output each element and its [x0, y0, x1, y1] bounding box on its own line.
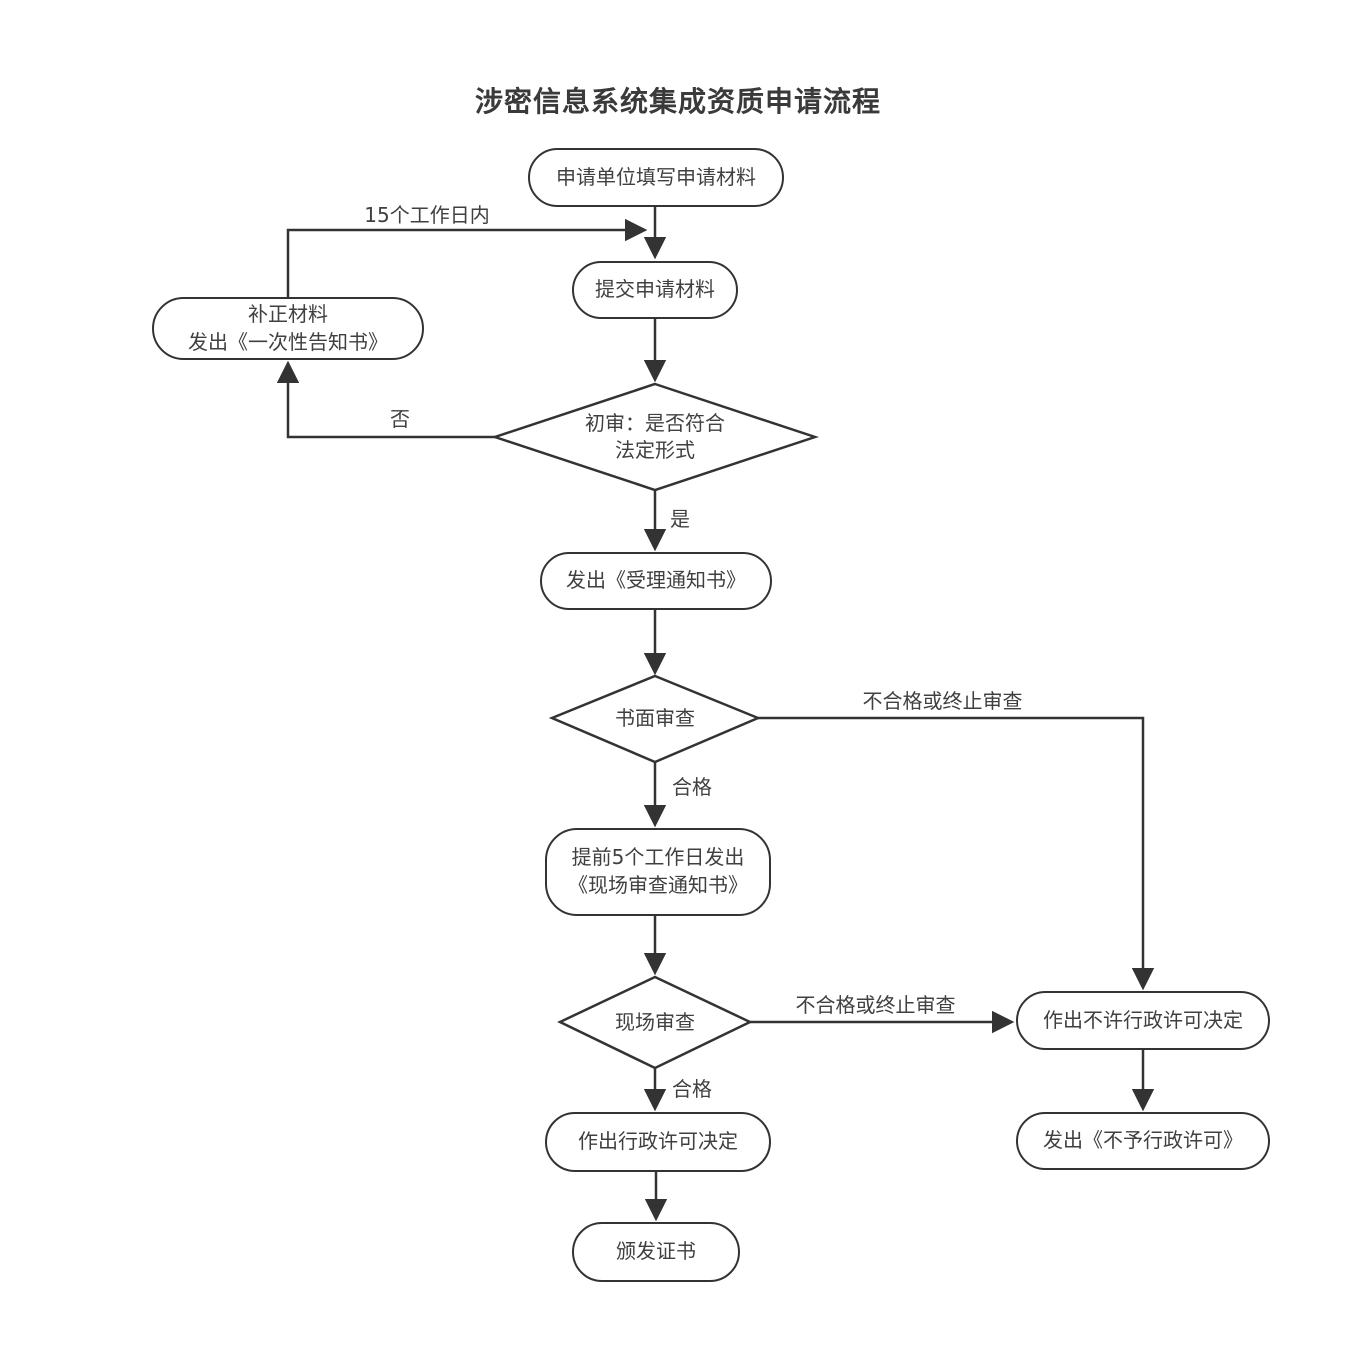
- node-issue-cert-label: 颁发证书: [616, 1239, 696, 1264]
- written-review-text: 书面审查: [615, 705, 695, 730]
- written-review-diamond: [548, 674, 762, 764]
- edge-label-fail-2: 不合格或终止审查: [795, 993, 956, 1017]
- node-deny-notice-label: 发出《不予行政许可》: [1043, 1128, 1243, 1153]
- node-accept-notice: 发出《受理通知书》: [540, 552, 772, 610]
- node-deny-decision: 作出不许行政许可决定: [1016, 991, 1270, 1050]
- edge-initial-review-no: [276, 360, 497, 439]
- edge-written-review-fail: [758, 716, 1155, 991]
- edge-label-pass-1: 合格: [672, 775, 712, 799]
- node-onsite-notice-line1: 提前5个工作日发出: [571, 845, 745, 870]
- node-grant-decision: 作出行政许可决定: [545, 1112, 771, 1172]
- node-submit-label: 提交申请材料: [595, 277, 715, 302]
- onsite-review-text: 现场审查: [615, 1009, 695, 1034]
- onsite-review-diamond: [557, 975, 753, 1070]
- edge-label-fail-1: 不合格或终止审查: [862, 689, 1023, 713]
- node-supplement: 补正材料 发出《一次性告知书》: [152, 297, 424, 360]
- edge-label-no: 否: [390, 407, 410, 431]
- page-title: 涉密信息系统集成资质申请流程: [474, 85, 881, 118]
- node-supplement-line2: 发出《一次性告知书》: [188, 329, 388, 354]
- node-deny-notice: 发出《不予行政许可》: [1016, 1112, 1270, 1170]
- edge-label-pass-2: 合格: [672, 1077, 712, 1101]
- initial-review-diamond: [491, 382, 819, 492]
- initial-review-label: 初审：是否符合 法定形式: [545, 407, 765, 467]
- node-supplement-line1: 补正材料: [248, 301, 328, 326]
- node-onsite-notice-line2: 《现场审查通知书》: [568, 873, 748, 897]
- node-onsite-notice: 提前5个工作日发出 《现场审查通知书》: [545, 828, 771, 916]
- node-accept-notice-label: 发出《受理通知书》: [566, 568, 746, 593]
- node-deny-decision-label: 作出不许行政许可决定: [1043, 1007, 1243, 1032]
- initial-review-line2: 法定形式: [615, 438, 695, 462]
- written-review-label: 书面审查: [575, 704, 735, 732]
- edge-label-fifteen-days: 15个工作日内: [364, 203, 490, 227]
- edge-label-yes: 是: [670, 507, 690, 531]
- node-grant-decision-label: 作出行政许可决定: [578, 1129, 738, 1154]
- node-submit: 提交申请材料: [572, 261, 738, 319]
- onsite-review-label: 现场审查: [575, 1008, 735, 1036]
- node-start: 申请单位填写申请材料: [528, 148, 784, 207]
- node-start-label: 申请单位填写申请材料: [556, 164, 756, 189]
- node-issue-cert: 颁发证书: [572, 1222, 740, 1282]
- edge-supplement-feedback: [286, 218, 648, 297]
- initial-review-line1: 初审：是否符合: [585, 411, 725, 435]
